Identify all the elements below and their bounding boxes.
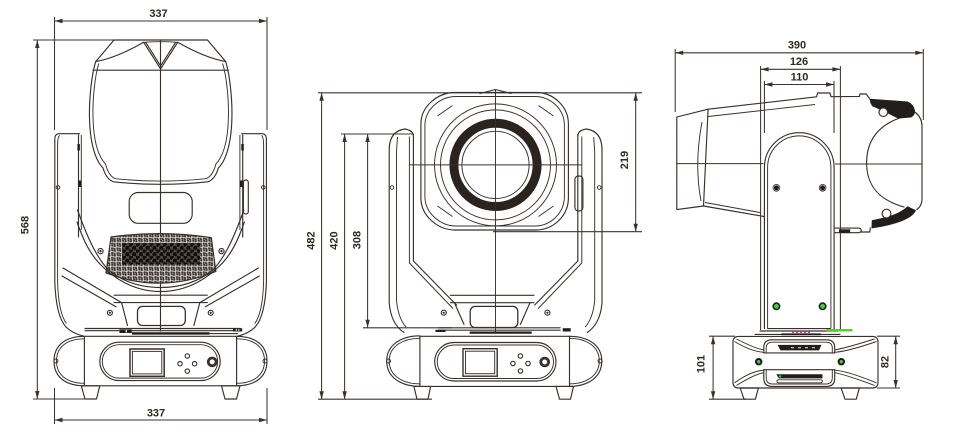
svg-text:110: 110 [791,72,809,84]
svg-text:568: 568 [20,216,32,234]
svg-text:337: 337 [147,407,165,419]
svg-text:482: 482 [306,231,318,249]
svg-text:126: 126 [790,56,808,68]
svg-text:308: 308 [352,231,364,249]
svg-text:82: 82 [880,356,892,368]
svg-text:420: 420 [329,231,341,249]
svg-text:101: 101 [696,355,708,373]
svg-text:219: 219 [619,151,631,169]
svg-text:337: 337 [149,8,167,20]
svg-text:390: 390 [788,40,806,52]
